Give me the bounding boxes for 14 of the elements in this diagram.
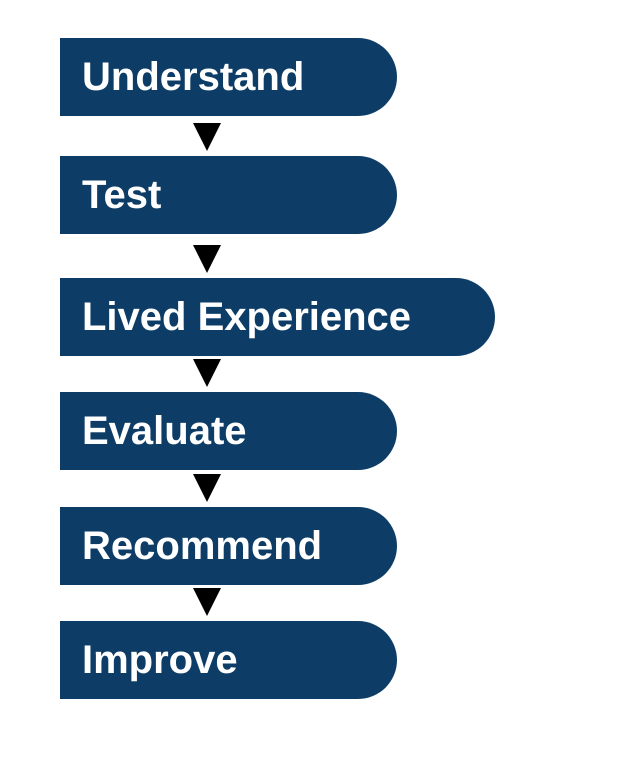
process-box [60, 38, 397, 116]
process-box [60, 392, 397, 470]
step-label: Evaluate [82, 408, 247, 454]
arrow [193, 356, 221, 387]
step-label: Test [82, 172, 162, 218]
process-box [60, 156, 397, 234]
step-label: Lived Experience [82, 294, 412, 340]
process-box [60, 621, 397, 699]
process-box [60, 278, 495, 356]
process-box [60, 507, 397, 585]
step-label: Recommend [82, 524, 322, 568]
step-label: Improve [82, 638, 238, 682]
step-label: Understand [82, 54, 304, 100]
arrow [193, 585, 221, 616]
